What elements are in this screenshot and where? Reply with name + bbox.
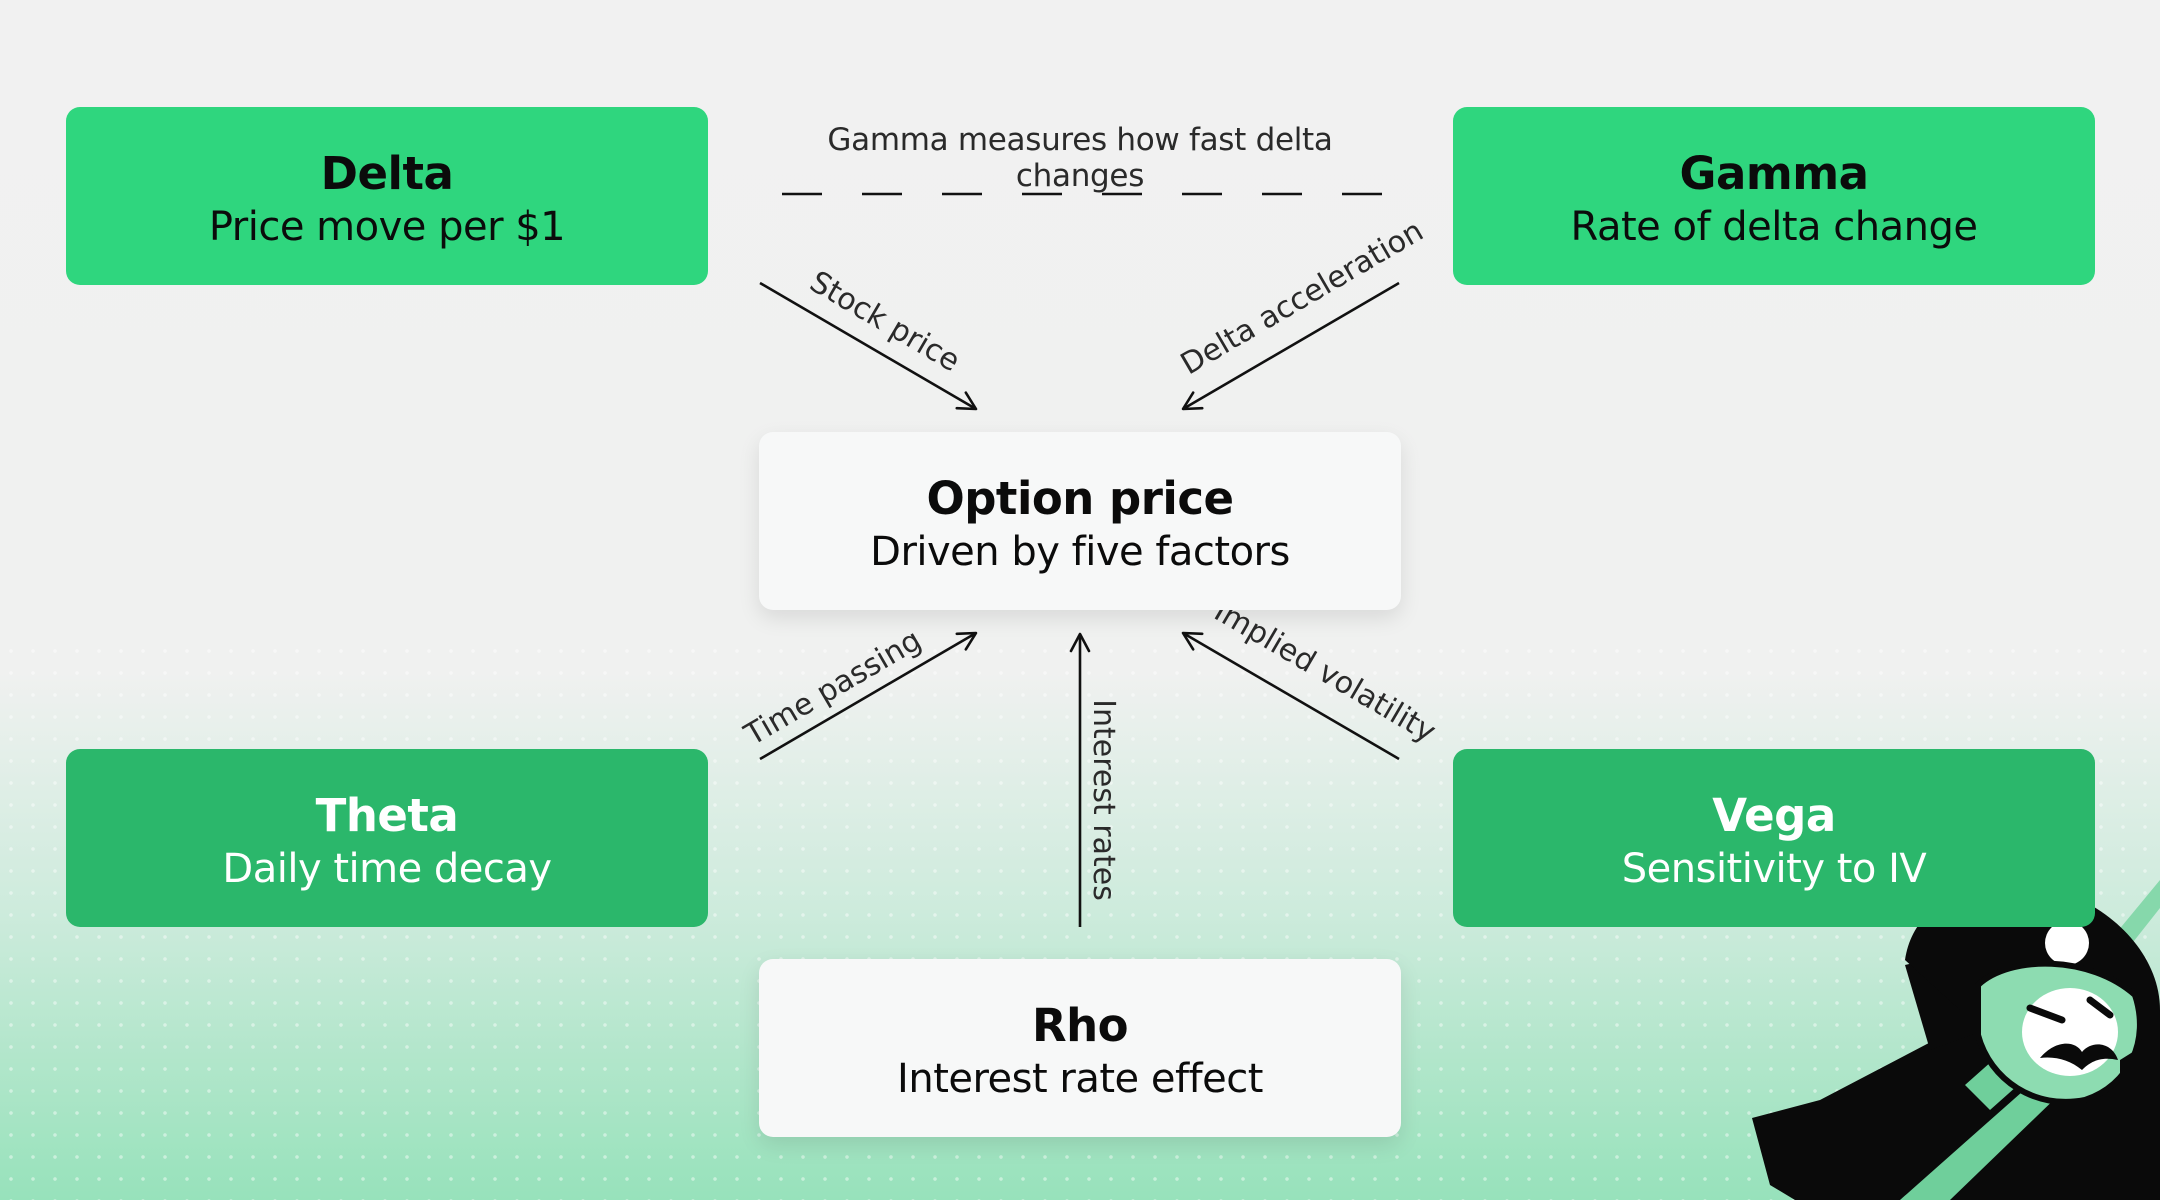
gamma-note-label: Gamma measures how fast delta changes — [827, 122, 1333, 194]
rho-subtitle: Interest rate effect — [897, 1056, 1263, 1102]
vega-subtitle: Sensitivity to IV — [1621, 846, 1927, 892]
vega-title: Vega — [1712, 789, 1836, 842]
label-interest-rates: Interest rates — [1086, 699, 1121, 901]
theta-node: Theta Daily time decay — [66, 749, 708, 927]
option-price-subtitle: Driven by five factors — [870, 529, 1290, 575]
label-delta-acceleration: Delta acceleration — [1175, 213, 1430, 382]
delta-node: Delta Price move per $1 — [66, 107, 708, 285]
arrow-time-passing — [759, 631, 978, 761]
rho-node: Rho Interest rate effect — [759, 959, 1401, 1137]
theta-title: Theta — [315, 789, 459, 842]
option-price-title: Option price — [926, 472, 1234, 525]
gamma-subtitle: Rate of delta change — [1570, 204, 1978, 250]
gamma-title: Gamma — [1679, 147, 1869, 200]
arrow-implied-volatility — [1181, 631, 1400, 761]
gamma-node: Gamma Rate of delta change — [1453, 107, 2095, 285]
arrow-stock-price — [759, 281, 978, 411]
theta-subtitle: Daily time decay — [222, 846, 552, 892]
rho-title: Rho — [1031, 999, 1129, 1052]
option-price-node: Option price Driven by five factors — [759, 432, 1401, 610]
label-implied-volatility: Implied volatility — [1208, 594, 1441, 750]
delta-subtitle: Price move per $1 — [208, 204, 566, 250]
label-time-passing: Time passing — [738, 623, 928, 754]
delta-title: Delta — [320, 147, 454, 200]
vega-node: Vega Sensitivity to IV — [1453, 749, 2095, 927]
arrow-delta-acceleration — [1181, 281, 1400, 411]
